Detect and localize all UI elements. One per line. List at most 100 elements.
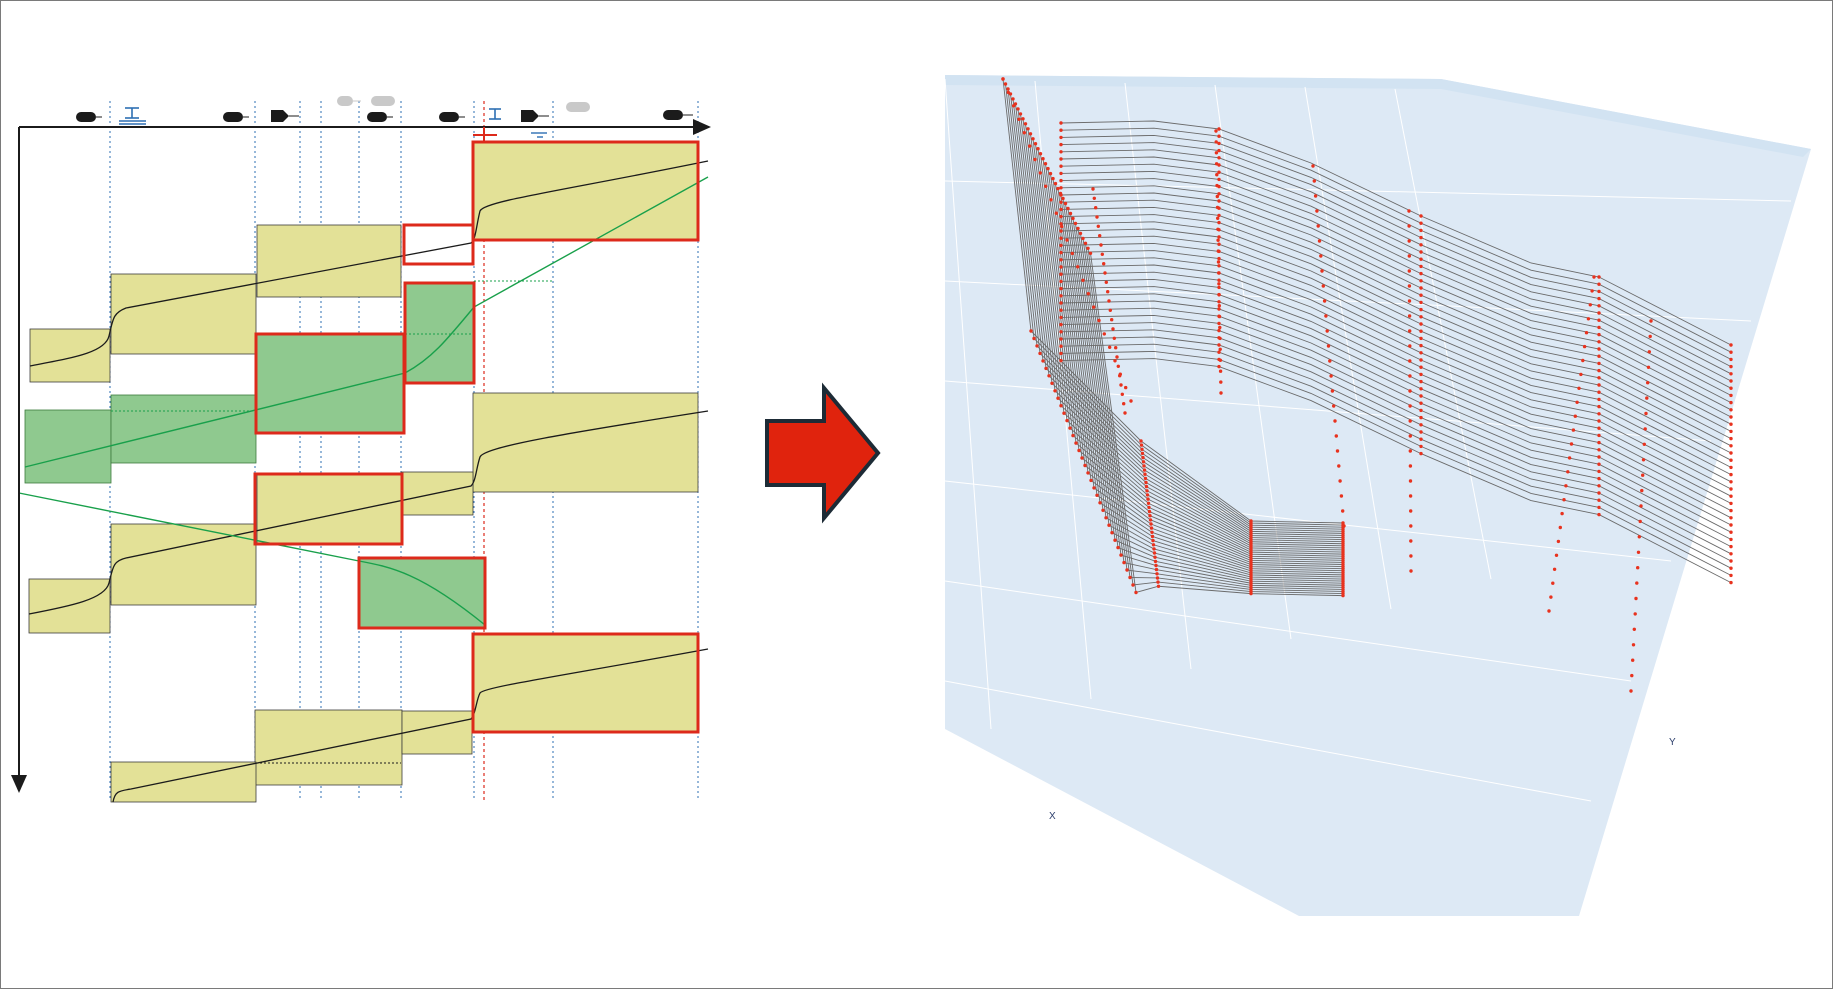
train-icon: [223, 112, 249, 122]
wire-line: [1060, 170, 1732, 396]
wire-node: [1597, 440, 1601, 445]
wire-node: [1419, 329, 1423, 333]
wire-node: [1086, 292, 1091, 296]
wire-node: [1636, 550, 1641, 554]
wire-node: [1547, 609, 1551, 613]
wire-node: [1632, 627, 1637, 631]
wire-node: [1552, 567, 1557, 571]
wire-node: [1408, 359, 1412, 363]
train-icon: [76, 112, 102, 122]
train-icon: [663, 110, 693, 120]
wire-node: [1217, 350, 1221, 354]
wire-node: [1597, 296, 1601, 301]
green-block: [256, 333, 405, 433]
wire-node: [1558, 525, 1563, 530]
highlight-box: [471, 632, 700, 734]
wire-node: [1729, 451, 1733, 455]
wire-node: [1110, 531, 1114, 535]
wire-node: [1579, 372, 1583, 377]
wire-node: [1249, 591, 1253, 596]
wire-node: [1151, 543, 1156, 547]
highlight-box: [253, 472, 404, 546]
wire-node: [1153, 559, 1158, 564]
wireframe-nodes: [1001, 77, 1733, 693]
wire-node: [1155, 576, 1160, 580]
wire-node: [1729, 350, 1733, 354]
wire-node: [1143, 472, 1147, 476]
wire-line: [1060, 307, 1732, 533]
wire-node: [1562, 498, 1566, 502]
grid-line: [944, 280, 1752, 322]
wire-node: [1026, 127, 1030, 131]
wire-node: [1407, 284, 1412, 288]
wire-node: [1124, 385, 1128, 390]
wire-node: [1050, 381, 1054, 385]
wire-node: [1629, 689, 1633, 693]
dotted-connectors: [111, 280, 554, 764]
wire-node: [1044, 366, 1048, 371]
wire-node: [1419, 228, 1423, 233]
wire-node: [1597, 289, 1601, 294]
wire-node: [1095, 215, 1099, 219]
yellow-block: [110, 273, 257, 355]
wire-node: [1059, 272, 1063, 276]
wire-node: [1059, 351, 1063, 356]
wire-node: [1337, 464, 1341, 468]
wire-node: [1118, 374, 1122, 378]
wire-node: [1217, 271, 1221, 275]
wire-node: [1597, 304, 1601, 308]
wire-node: [1149, 526, 1154, 530]
grid-line: [944, 580, 1632, 682]
wire-node: [1324, 314, 1328, 318]
wire-node: [1639, 504, 1643, 508]
wire-node: [1068, 211, 1073, 216]
wire-node: [1110, 318, 1114, 322]
wire-node: [1339, 494, 1344, 498]
wire-node: [1059, 301, 1063, 305]
wire-node: [1582, 344, 1587, 349]
wire-line: [1060, 264, 1732, 490]
wire-node: [1006, 90, 1010, 95]
wire-node: [1637, 535, 1642, 539]
wire-node: [1029, 329, 1033, 333]
wire-node: [1038, 152, 1043, 156]
wire-node: [1729, 444, 1733, 448]
wire-node: [1597, 354, 1601, 358]
wire-node: [1408, 479, 1413, 483]
wire-node: [1056, 186, 1060, 191]
wire-node: [1729, 415, 1733, 419]
wire-node: [1729, 458, 1733, 462]
wire-node: [1059, 258, 1063, 262]
wire-node: [1597, 433, 1601, 438]
wire-node: [1729, 580, 1733, 585]
wire-node: [1059, 322, 1063, 327]
wire-node: [1218, 369, 1223, 373]
wire-node: [1586, 317, 1591, 321]
wire-node: [1122, 402, 1126, 406]
wire-node: [1408, 389, 1412, 393]
wire-node: [1022, 131, 1026, 135]
wire-node: [1153, 555, 1157, 559]
wire-node: [1107, 523, 1111, 527]
wire-node: [1122, 560, 1126, 565]
green-occupancy-blocks: [24, 282, 486, 629]
wire-line: [1060, 214, 1732, 440]
wire-line: [1060, 199, 1732, 425]
wire-node: [1597, 469, 1601, 474]
wire-node: [1597, 498, 1601, 502]
wire-node: [1018, 112, 1023, 116]
wire-node: [1036, 147, 1040, 151]
wire-node: [1645, 396, 1649, 400]
wire-node: [1154, 567, 1159, 572]
wire-node: [1059, 121, 1063, 125]
wire-node: [1059, 171, 1063, 176]
train-icon: [367, 112, 393, 122]
wire-node: [1031, 137, 1035, 141]
wire-node: [1099, 243, 1103, 247]
wire-node: [1218, 358, 1223, 362]
wire-node: [1597, 275, 1601, 279]
wire-node: [1729, 573, 1733, 578]
red-highlight-boxes: [253, 140, 700, 734]
wire-node: [1597, 412, 1601, 416]
